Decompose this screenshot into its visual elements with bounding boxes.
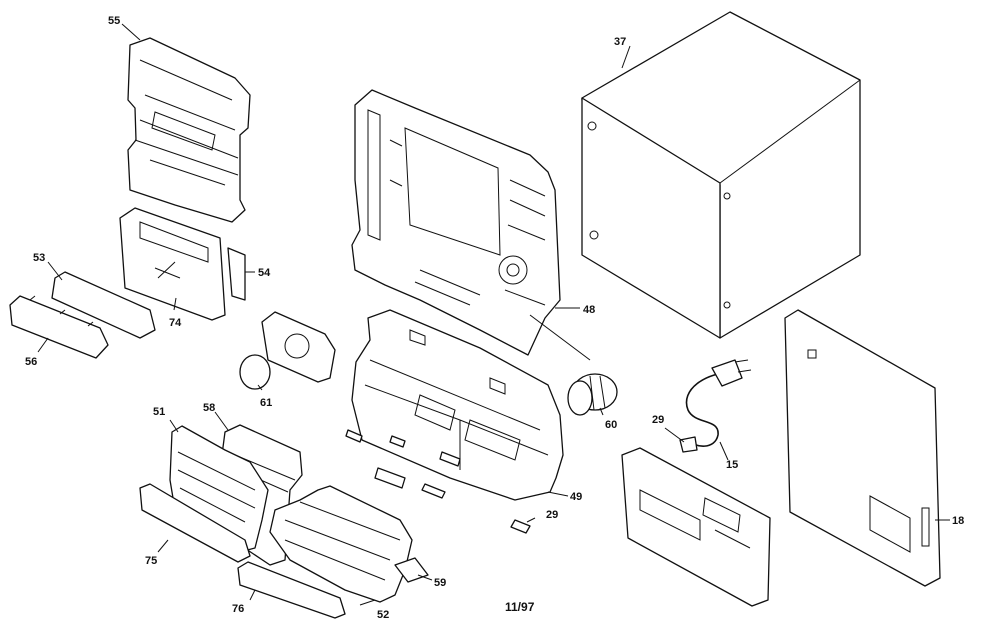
leader-lines: [37, 23, 950, 606]
label-29-upper: 29: [652, 414, 664, 426]
part-75-left-bar: [139, 483, 251, 563]
parts-small-tabs: [345, 429, 531, 534]
part-74-tape-panel: [119, 207, 226, 321]
label-75: 75: [145, 555, 157, 567]
part-61-knob: [239, 311, 336, 390]
part-53-trim-strip: [51, 271, 156, 339]
part-15-power-cord: [685, 359, 752, 447]
label-76: 76: [232, 603, 244, 615]
label-18: 18: [952, 515, 964, 527]
part-48-front-cabinet: [351, 89, 561, 356]
label-15: 15: [726, 459, 738, 471]
label-52: 52: [377, 609, 389, 621]
label-51: 51: [153, 406, 165, 418]
label-59: 59: [434, 577, 446, 589]
part-18-rear-board: [784, 309, 941, 587]
label-54: 54: [258, 267, 271, 279]
label-55: 55: [108, 15, 120, 27]
part-49-chassis-base: [351, 309, 564, 501]
label-58: 58: [203, 402, 215, 414]
part-37-cabinet-cover: [581, 11, 861, 339]
label-29-lower: 29: [546, 509, 558, 521]
label-56: 56: [25, 356, 37, 368]
label-49: 49: [570, 491, 582, 503]
part-back-panel: [621, 447, 771, 607]
label-60: 60: [605, 419, 617, 431]
label-74: 74: [169, 317, 182, 329]
part-29-grommet: [679, 436, 698, 453]
date-stamp: 11/97: [505, 600, 535, 614]
part-76-right-bar: [237, 561, 346, 619]
part-56-lower-trim: [9, 295, 109, 359]
part-labels: 55 37 53 54 74 56 48 61 60 51 58 29 15 1…: [25, 15, 964, 621]
part-55-cassette-housing: [127, 37, 251, 223]
part-54-bracket: [227, 247, 246, 301]
label-61: 61: [260, 397, 272, 409]
part-52-right-grille: [269, 485, 413, 603]
label-48: 48: [583, 304, 595, 316]
part-60-speaker-unit: [567, 373, 618, 416]
label-53: 53: [33, 252, 45, 264]
label-37: 37: [614, 36, 626, 48]
